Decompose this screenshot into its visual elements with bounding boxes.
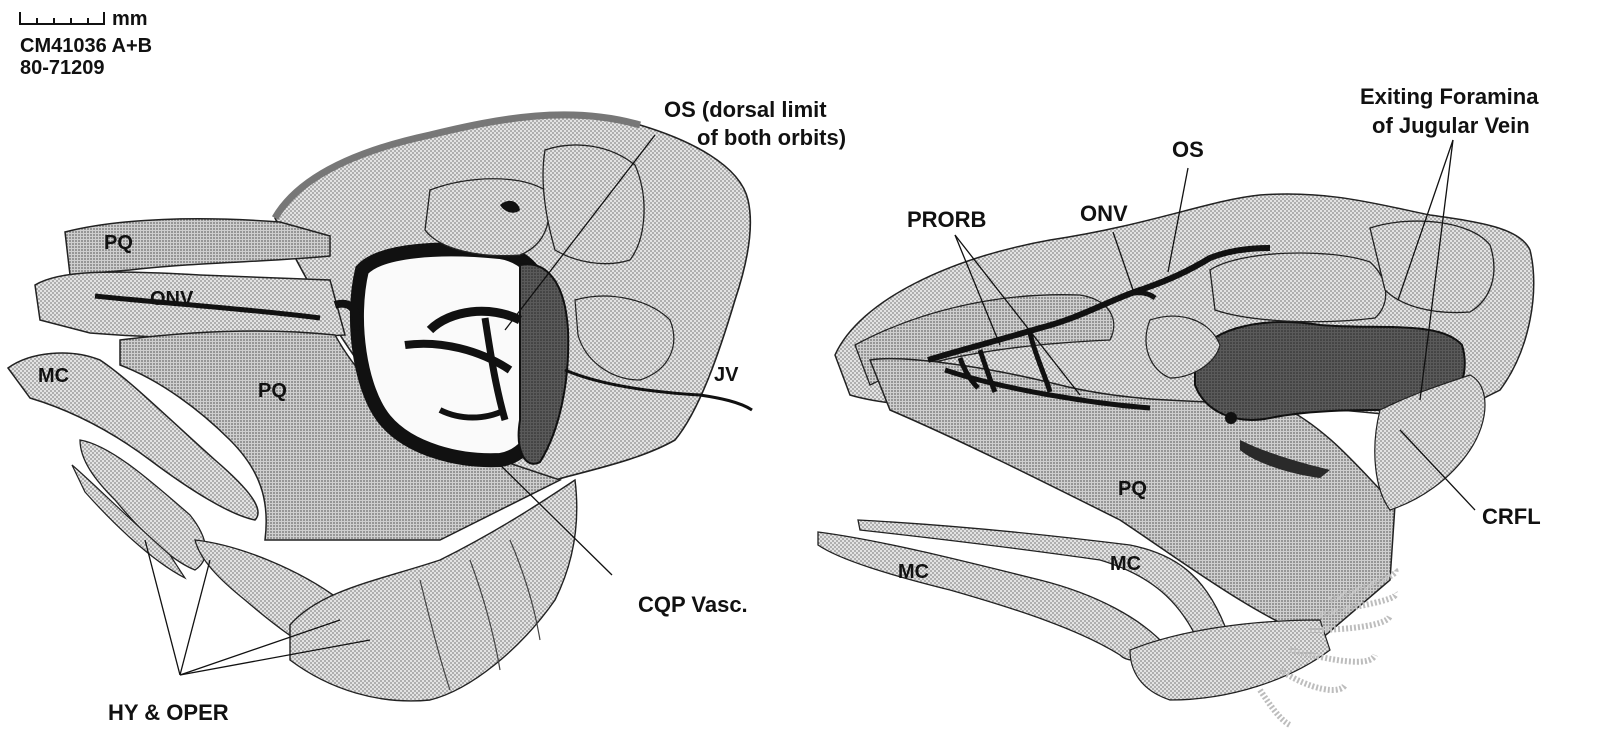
label-pq-right: PQ — [1118, 478, 1147, 500]
label-onv-left: ONV — [150, 288, 194, 310]
label-crfl: CRFL — [1482, 504, 1541, 529]
label-hy-oper: HY & OPER — [108, 700, 229, 725]
scale-bar — [20, 12, 104, 24]
label-onv-right: ONV — [1080, 201, 1128, 226]
label-cqp-vasc: CQP Vasc. — [638, 592, 748, 617]
label-pq-top: PQ — [104, 232, 133, 254]
label-mc-right-lower: MC — [898, 561, 929, 583]
label-pq-main: PQ — [258, 380, 287, 402]
label-prorb: PRORB — [907, 207, 986, 232]
label-exiting-line2: of Jugular Vein — [1372, 113, 1530, 138]
label-os-right: OS — [1172, 137, 1204, 162]
label-jv: JV — [714, 364, 739, 386]
label-os-left-line2: of both orbits) — [697, 125, 846, 150]
catalog-number: 80-71209 — [20, 57, 105, 79]
label-mc-right-upper: MC — [1110, 553, 1141, 575]
label-mc-left: MC — [38, 365, 69, 387]
right-specimen — [818, 194, 1534, 725]
scale-unit: mm — [112, 8, 148, 30]
label-os-left: OS (dorsal limit — [664, 97, 827, 122]
label-exiting: Exiting Foramina — [1360, 84, 1539, 109]
specimen-id: CM41036 A+B — [20, 35, 152, 57]
